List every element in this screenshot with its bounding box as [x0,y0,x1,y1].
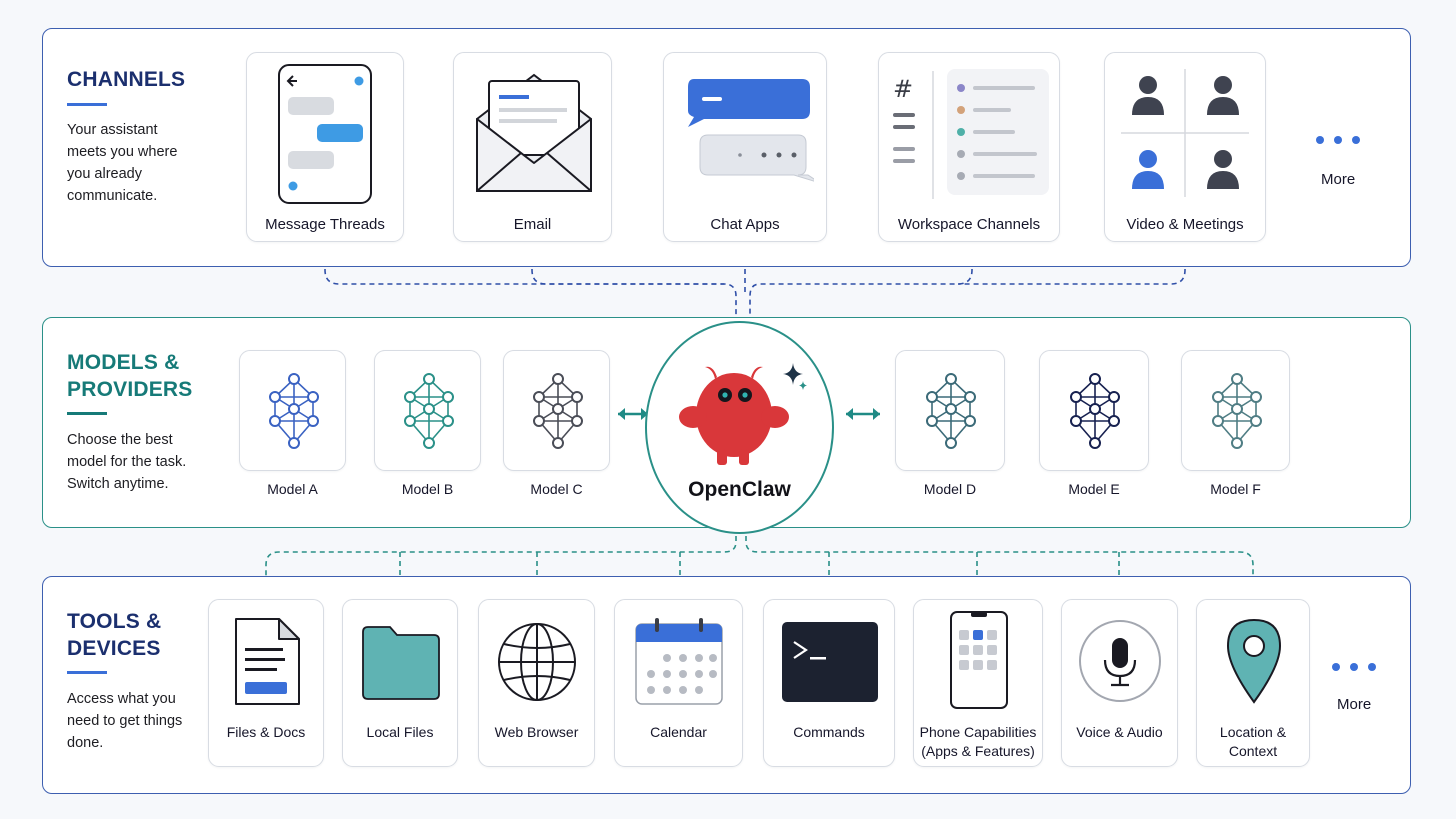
model-label: Model B [401,481,454,497]
model-card-f[interactable]: Model F [1181,350,1290,497]
tool-label: Voice & Audio [1076,724,1163,740]
channel-label: Chat Apps [710,216,780,233]
channel-label: Video & Meetings [1126,216,1244,233]
hashtag-channels-icon: # [893,69,1049,199]
tool-card-files-docs[interactable]: Files & Docs [208,599,324,767]
right-bidirectional-arrow-icon [846,408,880,420]
tool-label: Commands [793,724,865,740]
terminal-icon [782,622,878,702]
models-title-rule [67,412,107,415]
tool-card-calendar[interactable]: Calendar [614,599,743,767]
model-card-a[interactable]: Model A [239,350,346,497]
svg-text:#: # [893,75,913,103]
model-label: Model F [1210,481,1261,497]
tool-label-line1: Phone Capabilities [919,724,1037,740]
tool-label-line2: (Apps & Features) [921,743,1035,759]
meeting-grid-icon [1121,69,1249,197]
model-network-icon [403,373,454,449]
channel-card-video-meetings[interactable]: Video & Meetings [1104,52,1266,242]
tool-card-phone-capabilities[interactable]: Phone Capabilities (Apps & Features) [913,599,1043,767]
tool-label-line2: Context [1228,743,1278,759]
folder-icon [362,626,440,700]
model-network-icon [1070,373,1120,449]
model-label: Model A [267,481,318,497]
model-label: Model C [530,481,583,497]
document-icon [235,618,300,705]
channels-more-label[interactable]: More [1321,171,1356,188]
channels-title: CHANNELS [67,68,186,91]
model-label: Model E [1068,481,1120,497]
left-bidirectional-arrow-icon [618,408,648,420]
tool-label: Files & Docs [226,724,306,740]
tools-description: Access what you need to get things done. [67,691,183,751]
chat-bubbles-icon [688,79,814,182]
tool-label: Web Browser [494,724,579,740]
channel-label: Email [513,216,552,233]
model-network-icon [926,373,976,449]
tool-card-location-context[interactable]: Location & Context [1196,599,1310,767]
hub-name: OpenClaw [688,478,791,501]
model-card-c[interactable]: Model C [503,350,610,497]
channel-label: Message Threads [265,216,385,233]
openclaw-mascot-icon [679,363,807,465]
models-title-line2: PROVIDERS [67,378,193,401]
model-label: Model D [923,481,977,497]
channel-card-workspace-channels[interactable]: # Workspace Channels [878,52,1060,242]
microphone-icon [1079,620,1161,702]
openclaw-hub[interactable]: OpenClaw [645,321,834,534]
models-description: Choose the best model for the task. Swit… [67,432,187,492]
channel-card-message-threads[interactable]: Message Threads [246,52,404,242]
envelope-icon [476,73,592,192]
tool-card-voice-audio[interactable]: Voice & Audio [1061,599,1178,767]
channels-description: Your assistant meets you where you alrea… [67,122,178,204]
calendar-icon [635,618,723,705]
channel-label: Workspace Channels [897,216,1041,233]
tools-more-label[interactable]: More [1337,696,1372,713]
tool-label-line1: Location & [1219,724,1287,740]
model-card-d[interactable]: Model D [895,350,1005,497]
tools-title-line2: DEVICES [67,637,161,660]
channels-more-dots-icon[interactable] [1314,134,1364,146]
phone-chat-icon [278,64,372,204]
channels-title-rule [67,103,107,106]
channel-card-email[interactable]: Email [453,52,612,242]
model-card-e[interactable]: Model E [1039,350,1149,497]
models-title-line1: MODELS & [67,351,180,374]
tool-label: Local Files [366,724,434,740]
model-network-icon [1211,373,1262,449]
tool-card-local-files[interactable]: Local Files [342,599,458,767]
model-network-icon [532,373,583,449]
model-network-icon [268,373,319,449]
tool-card-web-browser[interactable]: Web Browser [478,599,595,767]
globe-icon [498,623,576,701]
tool-label: Calendar [650,724,707,740]
tools-title-line1: TOOLS & [67,610,162,633]
tools-title-rule [67,671,107,674]
channel-card-chat-apps[interactable]: Chat Apps [663,52,827,242]
tool-card-commands[interactable]: Commands [763,599,895,767]
location-pin-icon [1226,618,1282,704]
model-card-b[interactable]: Model B [374,350,481,497]
smartphone-icon [950,611,1008,709]
tools-more-dots-icon[interactable] [1330,661,1380,673]
